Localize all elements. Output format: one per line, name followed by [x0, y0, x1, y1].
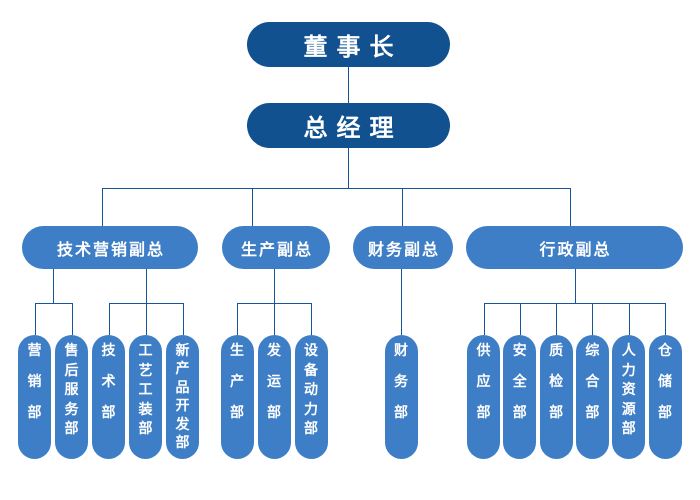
department-pill: 设备动力部 [294, 335, 328, 459]
connector-line [574, 269, 576, 303]
node-vp-tech-marketing: 技术营销副总 [22, 226, 198, 269]
connector-line [237, 303, 238, 335]
node-general-manager: 总经理 [247, 103, 450, 148]
department-label: 售后服务部 [64, 342, 79, 436]
department-label: 供应部 [476, 342, 491, 420]
node-vp-admin: 行政副总 [466, 226, 683, 269]
node-vp-production: 生产副总 [222, 226, 330, 269]
department-label: 设备动力部 [304, 342, 318, 436]
connector-line [519, 303, 521, 335]
department-label: 新产品开发部 [175, 342, 190, 450]
connector-line [34, 303, 73, 304]
department-label: 财务部 [394, 342, 408, 420]
connector-line [53, 269, 54, 303]
department-pill: 工艺工装部 [129, 335, 162, 459]
department-pill: 综合部 [575, 335, 609, 459]
connector-line [34, 303, 36, 335]
connector-line [182, 303, 184, 335]
connector-line [102, 188, 103, 226]
connector-line [108, 303, 184, 304]
connector-line [311, 303, 312, 335]
connector-line [145, 269, 147, 335]
connector-line [628, 303, 630, 335]
connector-line [71, 303, 73, 335]
department-label: 仓储部 [658, 342, 672, 420]
department-label: 综合部 [585, 342, 600, 420]
department-label: 营销部 [27, 342, 42, 420]
department-label: 发运部 [267, 342, 281, 420]
department-label: 技术部 [101, 342, 116, 420]
connector-line [483, 303, 666, 304]
department-pill: 质检部 [539, 335, 573, 459]
connector-line [102, 188, 571, 189]
connector-line [401, 269, 402, 335]
connector-line [570, 188, 571, 226]
department-pill: 人力资源部 [612, 335, 646, 459]
department-pill: 新产品开发部 [166, 335, 199, 459]
department-pill: 售后服务部 [55, 335, 88, 459]
connector-line [592, 303, 594, 335]
department-pill: 仓储部 [648, 335, 682, 459]
connector-line [348, 67, 349, 103]
node-vp-finance: 财务副总 [353, 226, 453, 269]
department-pill: 生产部 [220, 335, 254, 459]
department-pill: 技术部 [92, 335, 125, 459]
department-label: 质检部 [549, 342, 564, 420]
connector-line [252, 188, 253, 226]
connector-line [237, 303, 312, 304]
department-pill: 安全部 [503, 335, 537, 459]
connector-line [348, 148, 349, 188]
node-chairman: 董事长 [247, 22, 450, 67]
department-pill: 发运部 [257, 335, 291, 459]
connector-line [483, 303, 485, 335]
connector-line [274, 269, 275, 335]
department-pill: 财务部 [384, 335, 418, 459]
department-pill: 供应部 [467, 335, 500, 459]
department-label: 人力资源部 [621, 342, 636, 436]
department-label: 生产部 [230, 342, 244, 420]
connector-line [402, 188, 403, 226]
connector-line [108, 303, 110, 335]
department-label: 工艺工装部 [138, 342, 153, 436]
department-pill: 营销部 [18, 335, 51, 459]
department-label: 安全部 [512, 342, 527, 420]
connector-line [665, 303, 666, 335]
connector-line [556, 303, 558, 335]
